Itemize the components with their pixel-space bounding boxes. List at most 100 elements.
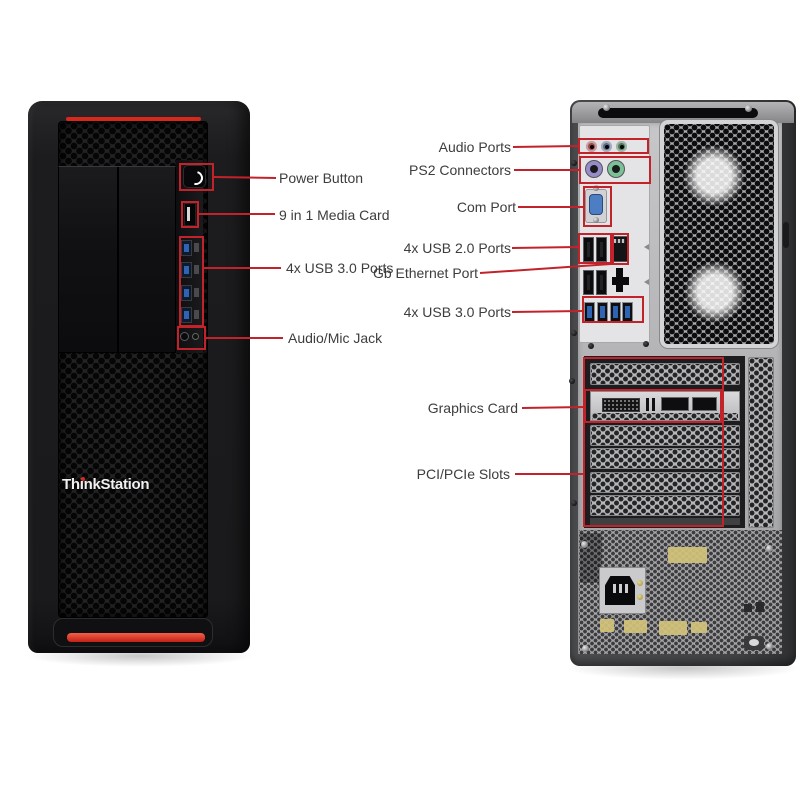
displayport-2[interactable]: [692, 397, 717, 411]
front-usb3-port-3[interactable]: [181, 285, 192, 301]
screw-icon: [745, 105, 752, 112]
alignment-mark: [644, 244, 649, 250]
ethernet-pins: [614, 239, 625, 243]
annotation-box-com: [583, 186, 612, 227]
label-usb2: 4x USB 2.0 Ports: [403, 240, 511, 256]
annotation-box-pci: [583, 357, 724, 527]
inlet-pin: [625, 584, 628, 593]
slot-bay-rail: [590, 518, 740, 525]
front-usb3-port-4[interactable]: [181, 307, 192, 323]
dvi-port[interactable]: [602, 398, 640, 412]
ps2-keyboard-port[interactable]: [585, 160, 603, 178]
front-usb3-port-2[interactable]: [181, 262, 192, 278]
label-com-port: Com Port: [456, 199, 516, 215]
screw-icon: [637, 580, 643, 586]
audio-jack-pink[interactable]: [586, 141, 597, 152]
alignment-mark: [644, 279, 649, 285]
annotation-box-media: [181, 201, 199, 228]
audio-jack-blue[interactable]: [601, 141, 612, 152]
pci-slot-cover: [590, 448, 740, 469]
front-port-stub-1: [194, 243, 199, 252]
screw-icon: [593, 185, 599, 191]
label-audio-ports: Audio Ports: [438, 139, 511, 155]
label-front-audio: Audio/Mic Jack: [288, 330, 383, 346]
label-media-card: 9 in 1 Media Card: [279, 207, 390, 223]
rear-carry-handle[interactable]: [598, 108, 758, 118]
label-front-usb3: 4x USB 3.0 Ports: [286, 260, 394, 276]
cross-mark: [612, 277, 629, 285]
audio-jack-green[interactable]: [616, 141, 627, 152]
usb2-port-4[interactable]: [596, 270, 607, 295]
annotation-line-audio-ports: [512, 145, 579, 148]
front-handle-recess: [53, 618, 213, 647]
pci-slot-cover: [590, 472, 740, 493]
front-port-stub-2: [194, 265, 199, 274]
annotation-box-usb2: [578, 233, 614, 264]
bracket-slot: [652, 398, 655, 411]
screw-icon: [581, 541, 588, 548]
screw-icon: [569, 378, 575, 384]
front-port-stub-3: [194, 288, 199, 297]
screw-icon: [582, 645, 589, 652]
displayport-1[interactable]: [661, 397, 689, 411]
media-card-slot[interactable]: [184, 203, 196, 226]
com-port[interactable]: [589, 194, 603, 215]
annotation-box-front-audio: [177, 326, 206, 350]
side-vent-strip: [748, 357, 774, 528]
inlet-pin: [619, 584, 622, 593]
screw-icon: [571, 500, 577, 506]
screw-icon: [593, 217, 599, 223]
front-audio-jack[interactable]: [180, 332, 189, 341]
label-sticker: [668, 547, 707, 563]
screw-icon: [571, 330, 577, 336]
label-sticker: [659, 621, 687, 635]
annotation-box-rear-usb3: [582, 296, 644, 323]
thinkstation-logo: ThinkStation: [62, 476, 150, 493]
pci-slot-cover: [590, 425, 740, 446]
screw-icon: [588, 343, 594, 349]
pci-slot-cover: [590, 363, 740, 385]
annotation-box-ps2: [579, 156, 651, 184]
label-sticker: [691, 622, 707, 633]
label-sticker: [600, 619, 614, 632]
power-inlet[interactable]: [605, 576, 635, 605]
annotation-box-audio-ports: [578, 138, 649, 154]
screw-icon: [766, 643, 773, 650]
bracket-slot: [646, 398, 649, 411]
usb2-port-3[interactable]: [583, 270, 594, 295]
front-drive-bay-door: [58, 166, 176, 353]
annotation-box-ethernet: [610, 233, 629, 265]
screw-icon: [571, 160, 577, 166]
logo-red-dot: [81, 477, 85, 481]
annotation-box-power: [179, 163, 214, 191]
rear-fan-grille: [660, 120, 778, 348]
media-card-edge: [187, 207, 190, 221]
bracket-vent: [592, 413, 738, 420]
front-top-red-accent: [66, 117, 201, 121]
front-usb3-port-1[interactable]: [181, 240, 192, 256]
screw-icon: [603, 104, 610, 111]
chassis-loop: [756, 602, 764, 612]
annotation-line-usb2: [511, 246, 579, 249]
usb2-port-2[interactable]: [596, 237, 607, 262]
label-power-button: Power Button: [279, 170, 364, 186]
label-graphics: Graphics Card: [427, 400, 518, 416]
screw-icon: [637, 594, 643, 600]
kensington-lock-slot[interactable]: [744, 636, 764, 650]
power-button[interactable]: [183, 165, 206, 188]
front-port-stub-4: [194, 310, 199, 319]
side-panel-latch[interactable]: [783, 222, 789, 248]
label-rear-usb3: 4x USB 3.0 Ports: [403, 304, 511, 320]
front-mic-jack[interactable]: [192, 333, 199, 340]
inlet-pin: [613, 584, 616, 593]
ps2-mouse-port[interactable]: [607, 160, 625, 178]
front-handle-red-accent: [67, 633, 205, 642]
pci-slot-cover: [590, 495, 740, 516]
annotation-box-graphics: [584, 389, 722, 423]
annotation-box-front-usb3: [179, 236, 204, 327]
label-ps2: PS2 Connectors: [409, 162, 511, 178]
usb2-port-1[interactable]: [583, 237, 594, 262]
kensington-oval: [749, 639, 759, 646]
screw-icon: [643, 341, 649, 347]
